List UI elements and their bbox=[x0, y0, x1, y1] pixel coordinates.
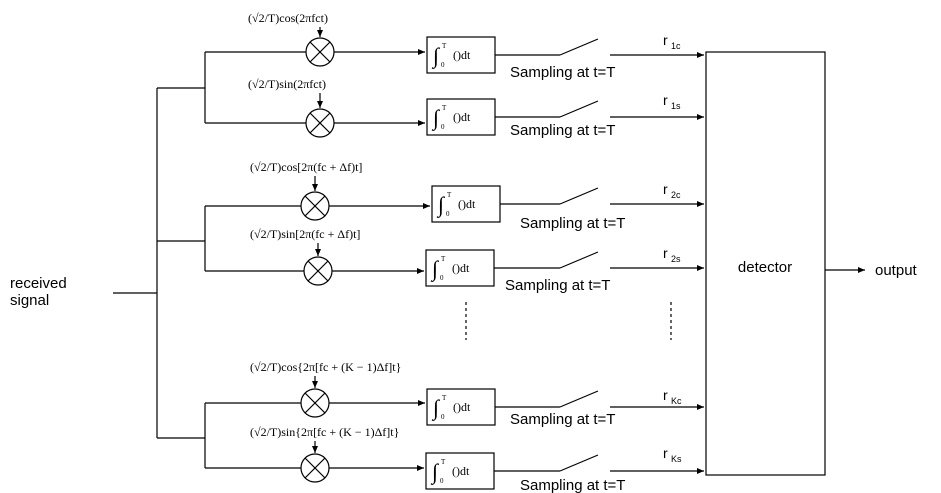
integral-body: ()dt bbox=[453, 400, 471, 414]
oscillator-label: (√2/T)cos(2πfct) bbox=[248, 11, 328, 25]
sampling-switch bbox=[559, 390, 599, 408]
received-signal-label-line2: signal bbox=[10, 292, 49, 309]
branch-output-subscript: 2s bbox=[671, 254, 681, 264]
integral-upper-limit: T bbox=[447, 191, 452, 199]
oscillator-label: (√2/T)cos[2π(fc + Δf)t] bbox=[250, 160, 362, 174]
multiplier-cross bbox=[304, 457, 326, 479]
branch-output-symbol: r bbox=[663, 387, 668, 403]
detector-label: detector bbox=[738, 259, 792, 276]
integral-body: ()dt bbox=[452, 261, 470, 275]
integral-upper-limit: T bbox=[442, 104, 447, 112]
branch-5: (√2/T)cos{2π[fc + (K − 1)Δf]t} ∫T 0 ()dtSam… bbox=[204, 360, 704, 438]
branch-6: (√2/T)sin{2π[fc + (K − 1)Δf]t} ∫T 0 ()dtSam… bbox=[204, 425, 704, 493]
oscillator-label: (√2/T)cos{2π[fc + (K − 1)Δf]t} bbox=[250, 360, 401, 374]
integral-sign: ∫ bbox=[431, 395, 441, 421]
sampling-label: Sampling at t=T bbox=[520, 215, 625, 232]
sampling-switch bbox=[559, 251, 599, 269]
sampling-switch bbox=[559, 454, 599, 472]
integral-upper-limit: T bbox=[441, 255, 446, 263]
branch-output-subscript: Ks bbox=[671, 454, 682, 464]
oscillator-label: (√2/T)sin(2πfct) bbox=[248, 77, 326, 91]
multiplier-cross bbox=[309, 41, 331, 63]
integral-body: ()dt bbox=[453, 110, 471, 124]
branch-output-subscript: 1c bbox=[671, 41, 681, 51]
integrator-block bbox=[426, 36, 496, 74]
multiplier-cross bbox=[309, 112, 331, 134]
input-wiring bbox=[113, 87, 205, 439]
sampling-label: Sampling at t=T bbox=[505, 277, 610, 294]
integral-body: ()dt bbox=[453, 48, 471, 62]
branch-output-symbol: r bbox=[663, 245, 668, 261]
sampling-label: Sampling at t=T bbox=[510, 411, 615, 428]
multiplier-cross bbox=[304, 392, 326, 414]
branch-output-subscript: 2c bbox=[671, 190, 681, 200]
sampling-switch bbox=[559, 187, 599, 205]
integral-sign: ∫ bbox=[431, 43, 441, 69]
integral-lower-limit: 0 bbox=[440, 477, 444, 485]
multiplier-cross bbox=[307, 260, 329, 282]
sampling-switch bbox=[559, 38, 599, 56]
branch-output-symbol: r bbox=[663, 445, 668, 461]
integral-lower-limit: 0 bbox=[441, 123, 445, 131]
integrator-block bbox=[431, 185, 501, 223]
received-signal-label-line1: received bbox=[10, 275, 67, 292]
integral-upper-limit: T bbox=[442, 42, 447, 50]
branch-output-symbol: r bbox=[663, 32, 668, 48]
integral-sign: ∫ bbox=[430, 256, 440, 282]
integral-lower-limit: 0 bbox=[446, 210, 450, 218]
integral-sign: ∫ bbox=[436, 192, 446, 218]
branch-output-symbol: r bbox=[663, 92, 668, 108]
output-label: output bbox=[875, 262, 918, 279]
integrator-block bbox=[426, 388, 496, 426]
sampling-label: Sampling at t=T bbox=[520, 477, 625, 493]
integral-lower-limit: 0 bbox=[441, 413, 445, 421]
sampling-label: Sampling at t=T bbox=[510, 122, 615, 139]
integral-sign: ∫ bbox=[430, 459, 440, 485]
sampling-label: Sampling at t=T bbox=[510, 64, 615, 81]
detector-block bbox=[705, 51, 826, 476]
sampling-switch bbox=[559, 100, 599, 118]
integral-upper-limit: T bbox=[441, 458, 446, 466]
integral-body: ()dt bbox=[458, 197, 476, 211]
branch-output-subscript: Kc bbox=[671, 396, 682, 406]
integrator-block bbox=[425, 452, 495, 490]
oscillator-label: (√2/T)sin{2π[fc + (K − 1)Δf]t} bbox=[250, 425, 399, 439]
oscillator-label: (√2/T)sin[2π(fc + Δf)t] bbox=[250, 227, 360, 241]
integral-body: ()dt bbox=[452, 464, 470, 478]
integral-lower-limit: 0 bbox=[441, 61, 445, 69]
branch-output-subscript: 1s bbox=[671, 101, 681, 111]
integral-sign: ∫ bbox=[431, 105, 441, 131]
integrator-block bbox=[426, 98, 496, 136]
multiplier-cross bbox=[304, 195, 326, 217]
branch-output-symbol: r bbox=[663, 181, 668, 197]
integral-lower-limit: 0 bbox=[440, 274, 444, 282]
integral-upper-limit: T bbox=[442, 394, 447, 402]
